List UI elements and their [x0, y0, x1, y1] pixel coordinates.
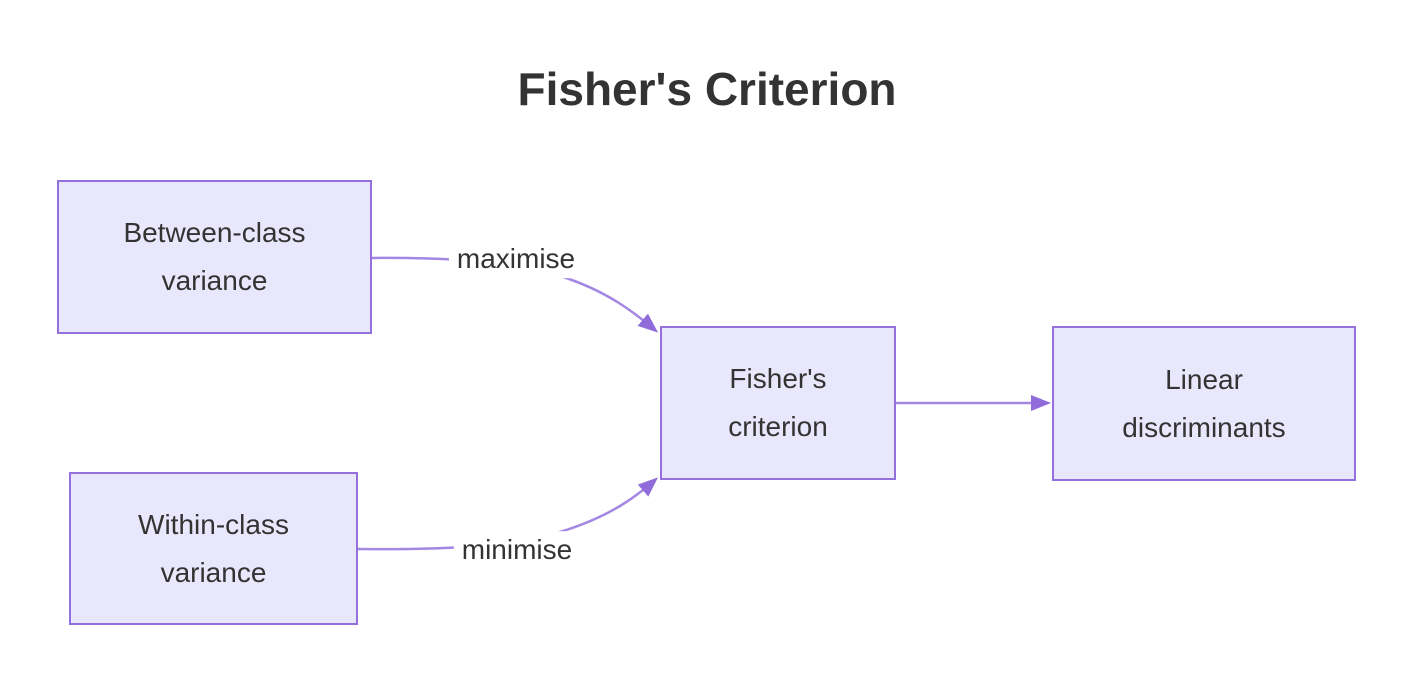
node-within-class-variance: Within-class variance — [69, 472, 358, 625]
node-label: Linear discriminants — [1122, 363, 1286, 443]
node-between-class-variance: Between-class variance — [57, 180, 372, 334]
diagram-title: Fisher's Criterion — [517, 63, 897, 115]
edge-label-maximise: maximise — [448, 240, 584, 278]
node-label: Within-class variance — [138, 508, 289, 588]
node-label: Between-class variance — [123, 217, 306, 296]
node-fishers-criterion: Fisher's criterion — [660, 326, 896, 480]
node-label: Fisher's criterion — [728, 363, 828, 442]
edge-label-minimise: minimise — [453, 531, 581, 569]
node-linear-discriminants: Linear discriminants — [1052, 326, 1356, 481]
